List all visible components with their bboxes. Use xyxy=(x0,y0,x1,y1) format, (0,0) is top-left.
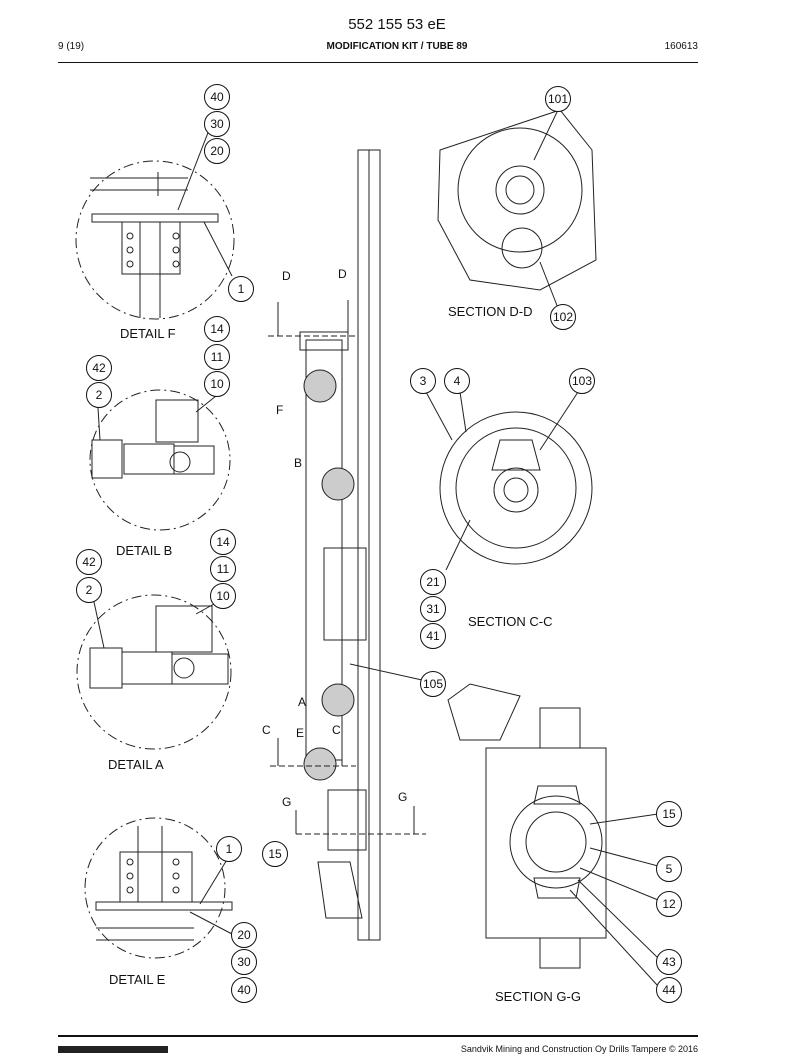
callout-bubble: 105 xyxy=(420,671,446,697)
callout-bubble: 43 xyxy=(656,949,682,975)
callout-bubble: 10 xyxy=(210,583,236,609)
callout-bubble: 103 xyxy=(569,368,595,394)
marker-g-right: G xyxy=(398,790,408,804)
callout-bubble: 41 xyxy=(420,623,446,649)
callout-bubble: 12 xyxy=(656,891,682,917)
feed-beam-drawing xyxy=(268,149,426,941)
callout-bubble: 20 xyxy=(231,922,257,948)
callout-bubble: 15 xyxy=(262,841,288,867)
callout-bubble: 44 xyxy=(656,977,682,1003)
document-number: 552 155 53 eE xyxy=(348,16,446,33)
detail-a-drawing xyxy=(76,594,232,750)
callout-bubble: 1 xyxy=(228,276,254,302)
footer-copyright: Sandvik Mining and Construction Oy Drill… xyxy=(460,1044,698,1054)
marker-a: A xyxy=(298,695,307,709)
callout-bubble: 101 xyxy=(545,86,571,112)
callout-bubble: 4 xyxy=(444,368,470,394)
callout-bubble: 1 xyxy=(216,836,242,862)
marker-b: B xyxy=(294,456,303,470)
section-dd-drawing xyxy=(437,109,597,309)
marker-c-right: C xyxy=(332,723,341,737)
detail-e-drawing xyxy=(84,817,233,959)
footer-rule xyxy=(58,1035,698,1037)
detail-b-title: DETAIL B xyxy=(116,543,173,558)
callout-bubble: 2 xyxy=(76,577,102,603)
detail-f-title: DETAIL F xyxy=(120,326,176,341)
detail-a-title: DETAIL A xyxy=(108,757,164,772)
callout-bubble: 21 xyxy=(420,569,446,595)
header-rule xyxy=(58,62,698,63)
company-logo xyxy=(58,1046,168,1053)
page-number: 9 (19) xyxy=(58,41,85,52)
section-cc-drawing xyxy=(425,391,593,571)
section-cc-title: SECTION C-C xyxy=(468,614,553,629)
marker-e: E xyxy=(296,726,305,740)
detail-e-title: DETAIL E xyxy=(109,972,166,987)
callout-bubble: 11 xyxy=(204,344,230,370)
marker-f: F xyxy=(276,403,284,417)
callout-bubble: 102 xyxy=(550,304,576,330)
callout-bubble: 30 xyxy=(231,949,257,975)
document-title: MODIFICATION KIT / TUBE 89 xyxy=(326,41,468,52)
callout-bubble: 5 xyxy=(656,856,682,882)
marker-g-left: G xyxy=(282,795,292,809)
marker-c-left: C xyxy=(262,723,271,737)
callout-bubble: 3 xyxy=(410,368,436,394)
callout-bubble: 20 xyxy=(204,138,230,164)
callout-bubble: 40 xyxy=(231,977,257,1003)
callout-bubble: 15 xyxy=(656,801,682,827)
detail-f-drawing xyxy=(75,111,235,320)
section-gg-drawing xyxy=(447,683,659,987)
marker-d-left: D xyxy=(282,269,291,283)
section-dd-title: SECTION D-D xyxy=(448,304,533,319)
callout-bubble: 42 xyxy=(86,355,112,381)
detail-b-drawing xyxy=(89,389,231,531)
section-gg-title: SECTION G-G xyxy=(495,989,581,1004)
callout-bubble: 11 xyxy=(210,556,236,582)
callout-bubble: 10 xyxy=(204,371,230,397)
callout-bubble: 42 xyxy=(76,549,102,575)
callout-bubble: 2 xyxy=(86,382,112,408)
callout-bubble: 31 xyxy=(420,596,446,622)
document-date: 160613 xyxy=(664,41,698,52)
callout-bubble: 14 xyxy=(204,316,230,342)
callout-bubble: 40 xyxy=(204,84,230,110)
marker-d-right: D xyxy=(338,267,347,281)
callout-bubble: 30 xyxy=(204,111,230,137)
callout-bubble: 14 xyxy=(210,529,236,555)
